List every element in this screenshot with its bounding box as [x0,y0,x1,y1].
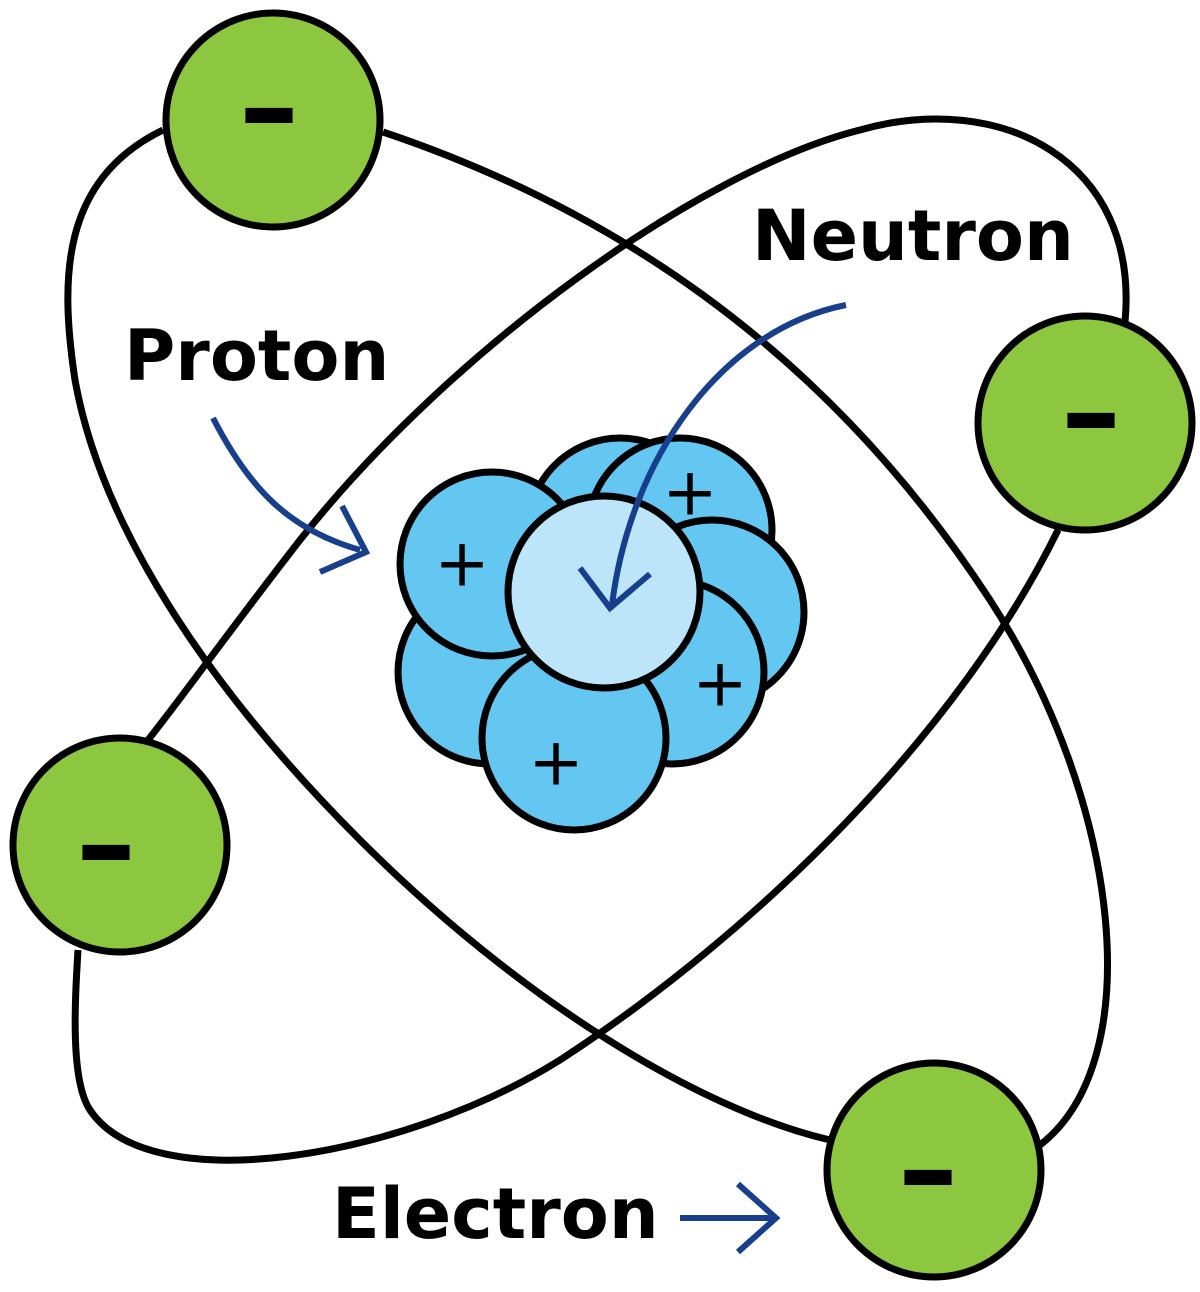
electron-charge: – [76,776,136,915]
electron-charge: – [1061,344,1121,483]
electron-charge: – [239,39,299,178]
orbit-b-lower [71,528,1062,1164]
electron-left: – [9,734,231,956]
neutron-pointer-head [577,566,652,613]
electrons: – – – – [9,9,1196,1281]
electron-pointer-arrow-icon [680,1181,781,1255]
nucleus: + + + + [394,434,808,834]
neutron-label: Neutron [752,195,1074,277]
electron-circle [162,9,384,231]
proton-label: Proton [124,315,389,397]
electron-bottom-right: – [823,1059,1045,1281]
electron-top-left: – [162,9,384,231]
electron-right: – [974,312,1196,534]
proton-pointer-arrow-icon [210,416,371,575]
electron-circle [823,1059,1045,1281]
proton-pointer-head [318,504,371,575]
electron-circle [974,312,1196,534]
proton-charge: + [528,724,583,801]
proton-charge: + [692,645,747,722]
orbit-a-upper [381,128,1111,1148]
neutron-circle [504,492,704,692]
orbit-b [145,115,1130,743]
proton-pointer-shaft [210,416,361,553]
neutron [504,492,704,692]
labels: Proton Neutron Electron [124,195,1074,1255]
proton-charge: + [434,525,489,602]
electron-label: Electron [332,1173,659,1255]
electron-circle [9,734,231,956]
orbits [64,115,1130,1164]
neutron-pointer-arrow-icon [577,302,847,613]
electron-pointer-head [735,1181,781,1255]
neutron-pointer-shaft [609,302,847,606]
pointers [210,302,847,1255]
electron-charge: – [898,1101,958,1240]
